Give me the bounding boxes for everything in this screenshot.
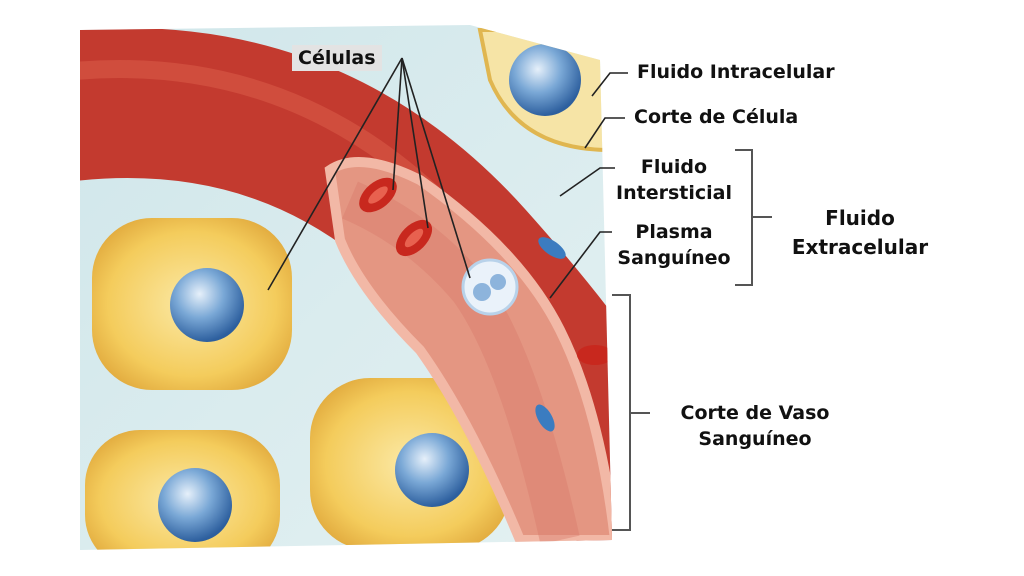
white-blood-cell xyxy=(461,258,519,316)
tissue-cell xyxy=(92,218,292,390)
label-intracellular-fluid: Fluido Intracelular xyxy=(637,61,835,83)
label-line: Sanguíneo xyxy=(698,428,812,450)
label-line: Intersticial xyxy=(616,182,732,204)
label-vessel-section: Corte de Vaso Sanguíneo xyxy=(670,400,840,452)
label-interstitial-fluid: Fluido Intersticial xyxy=(608,154,740,206)
label-line: Extracelular xyxy=(791,235,929,259)
vessel-bracket xyxy=(612,294,631,531)
label-line: Plasma xyxy=(635,221,713,243)
leader-lines xyxy=(267,57,628,299)
label-line: Corte de Vaso xyxy=(680,402,830,424)
label-line: Fluido xyxy=(825,206,895,230)
tissue-cell xyxy=(85,430,280,550)
label-blood-plasma: Plasma Sanguíneo xyxy=(608,219,740,271)
label-cells: Células xyxy=(292,45,382,71)
red-blood-cell xyxy=(395,219,433,257)
label-extracellular-fluid: Fluido Extracelular xyxy=(780,204,940,262)
label-line: Fluido xyxy=(640,156,708,178)
label-line: Sanguíneo xyxy=(617,247,731,269)
red-blood-cell xyxy=(359,177,397,213)
red-blood-cell xyxy=(577,345,612,365)
label-cell-section: Corte de Célula xyxy=(634,106,799,128)
